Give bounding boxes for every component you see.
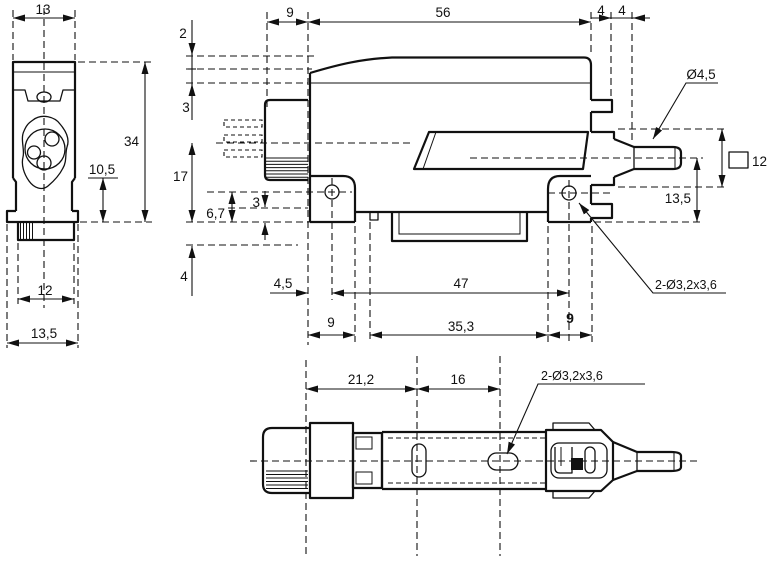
left-view: 13 34 10,5 12 13,5 [5,2,152,348]
top-notch [13,89,75,102]
right-stub [591,202,614,220]
dim-label-12: 12 [37,283,52,298]
dim-label-13-5-right: 13,5 [665,191,691,206]
dim-label-sq12: 12 [752,154,767,169]
dim-label-4-5b: 4,5 [274,276,293,291]
leader-dia-4-5 [652,82,718,140]
body-right-profile [589,65,616,222]
leader-holes-main [578,202,726,294]
fiber-cable [613,137,683,179]
bottom-view: 21,2 16 2-Ø3,2x3,6 [250,356,700,556]
square-symbol [728,151,749,169]
dim-label-34: 34 [124,134,140,149]
left-foot [310,174,357,224]
connector-face-circle [24,128,66,170]
main-view: 9 56 4 4 2 3 17 4 6,7 3 Ø4,5 12 13,5 2-Ø… [173,3,767,345]
hidden-pins [223,119,263,158]
stem [16,222,76,242]
left-chamfer [12,177,18,211]
right-chamfer [70,177,76,211]
dim-label-56: 56 [435,5,450,20]
connector-cap-bottom [261,426,310,495]
fiber-block-top [591,130,616,139]
dim-label-35-3: 35,3 [448,319,474,334]
mounting-hole-right [561,185,577,201]
clamp-tab-bottom [552,490,596,499]
dim-label-16: 16 [450,372,465,387]
dim-label-3b: 3 [252,195,260,210]
dim-label-holes-main: 2-Ø3,2x3,6 [655,278,717,292]
transition-detail-top [355,436,373,450]
leader-holes-bottom [506,383,645,455]
clamp-tab-top [552,422,596,431]
dim-label-9-bl: 9 [327,315,335,330]
din-clip-tray-inner [398,212,521,235]
dim-label-47: 47 [453,276,468,291]
construction-lines [186,12,727,345]
display-window [412,130,590,171]
dim-label-holes-bottom: 2-Ø3,2x3,6 [541,369,603,383]
fiber-block-bottom [591,177,616,187]
connector-body-outline [11,60,77,178]
dim-label-13: 13 [35,2,50,17]
cap-ribs [266,470,308,489]
latch-oval [36,91,52,103]
bottom-tab [369,212,379,221]
clamp-inner-frame [550,442,608,479]
dim-label-17: 17 [173,169,188,184]
lid-top [309,56,593,75]
connector-ribs [265,157,308,178]
pin-hole-1 [44,131,60,147]
dim-label-dia-4-5: Ø4,5 [686,67,715,82]
cable-connector [263,98,308,182]
clamp-lever-detail [554,446,596,474]
dim-label-10-5: 10,5 [89,162,115,177]
dim-label-3: 3 [182,100,190,115]
dim-label-4b: 4 [618,3,626,18]
right-foot [546,174,591,224]
right-tab [591,98,614,114]
dim-label-13-5: 13,5 [31,326,57,341]
grip-blob [21,115,69,190]
mounting-slot-1 [411,443,427,478]
din-clip-tray [390,212,529,243]
pin-hole-3 [36,155,52,171]
pin-hole-2 [26,145,42,160]
transition-detail-bottom [355,471,373,485]
dim-label-21-2: 21,2 [348,372,374,387]
display-window-inner-line [422,131,437,170]
dim-label-4a: 4 [597,3,605,18]
mounting-slot-2 [487,452,519,471]
dim-label-4c: 4 [180,269,188,284]
stem-ribs [20,223,33,239]
mounting-hole-left [324,184,340,200]
flange [5,209,80,224]
dim-label-9-br: 9 [566,310,574,326]
dim-label-6-7: 6,7 [206,206,225,221]
dim-label-2: 2 [179,26,187,41]
body-bottom-outline [380,430,546,491]
fiber-cable-bottom [612,440,683,482]
dim-label-9-top: 9 [286,5,294,20]
